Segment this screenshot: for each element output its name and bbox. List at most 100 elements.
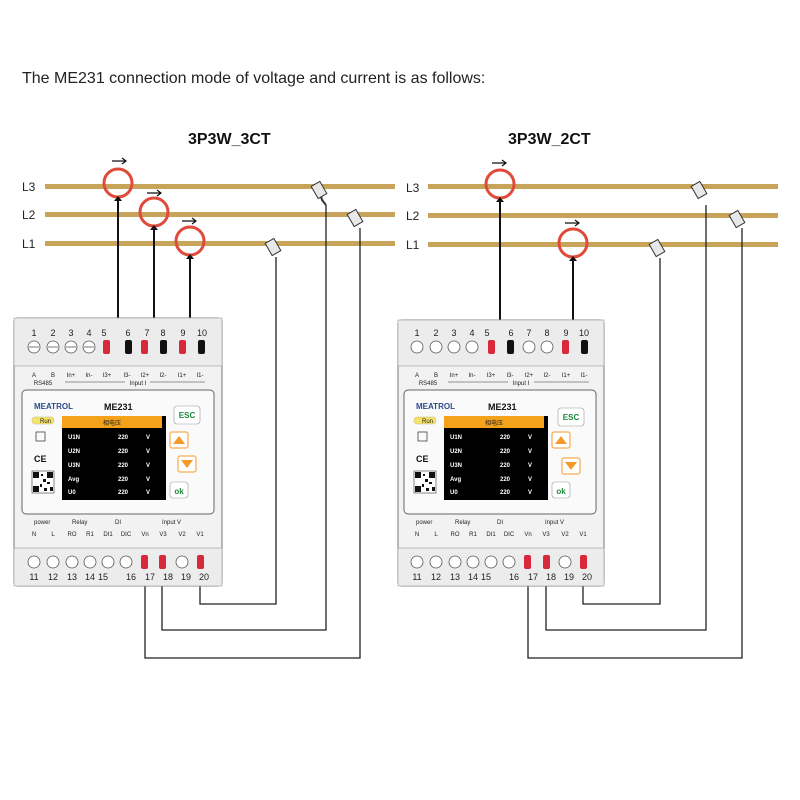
top-labels: A B In+ In- I3+ I3- I2+ I2- I1+ I1- RS48… [32, 373, 205, 387]
busbars: L3 L2 L1 [406, 181, 778, 252]
up-button[interactable] [169, 431, 189, 449]
line-label-l3: L3 [22, 180, 36, 194]
ok-button-label: ok [174, 487, 184, 496]
group-di: DI [497, 520, 503, 526]
terminal-number: 3 [451, 328, 456, 338]
brand-logo: MEATROL [34, 402, 73, 411]
terminal-label: I1- [580, 373, 587, 379]
bottom-wired-terminals [141, 555, 204, 569]
lcd-row-value: 220 [118, 435, 129, 441]
terminal-label: RO [451, 532, 460, 538]
lcd-row-name: U1N [450, 435, 462, 441]
lcd-row-unit: V [146, 435, 150, 441]
terminal-label: V1 [196, 532, 204, 538]
busbar-l1 [428, 242, 778, 247]
run-label: Run [422, 419, 433, 425]
down-button[interactable] [561, 457, 581, 475]
terminal-number: 14 [85, 572, 95, 582]
lcd-row-unit: V [146, 477, 150, 483]
lcd-row-name: U0 [450, 490, 458, 496]
busbars: L3 L2 L1 [22, 180, 395, 251]
terminal-label: A [32, 373, 36, 379]
up-button[interactable] [551, 431, 571, 449]
esc-button[interactable] [557, 407, 585, 427]
terminal-number: 20 [582, 572, 592, 582]
esc-button-label: ESC [563, 413, 580, 422]
terminal-label: I2+ [141, 373, 150, 379]
terminal-label: B [434, 373, 438, 379]
line-label-l2: L2 [22, 208, 36, 222]
terminal-number: 13 [67, 572, 77, 582]
terminal-label: In+ [450, 373, 459, 379]
terminal-label: V2 [561, 532, 569, 538]
terminal-label: DI1 [486, 532, 496, 538]
lcd-row-value: 220 [118, 477, 129, 483]
terminal-number: 17 [145, 572, 155, 582]
lcd-row-name: U3N [450, 463, 462, 469]
model-name: ME231 [104, 402, 133, 412]
terminal-label: I3+ [103, 373, 112, 379]
direction-arrow-icon [565, 219, 580, 227]
lcd-row-value: 220 [118, 463, 129, 469]
rs485-label: RS485 [419, 381, 438, 387]
terminal-number: 17 [528, 572, 538, 582]
terminal-number: 6 [508, 328, 513, 338]
direction-arrow-icon [182, 217, 197, 225]
lcd-row-name: U3N [68, 463, 80, 469]
arrow-down-icon [565, 462, 577, 470]
busbar-l2 [45, 212, 395, 217]
terminal-label: I3+ [487, 373, 496, 379]
terminal-number: 9 [180, 328, 185, 338]
terminal-number: 13 [450, 572, 460, 582]
terminal-number: 9 [563, 328, 568, 338]
top-terminals: 1 2 3 4 5 6 7 8 9 10 [410, 328, 589, 354]
ok-button-label: ok [556, 487, 566, 496]
port-icon [417, 431, 428, 442]
terminal-label: I1- [196, 373, 203, 379]
esc-button-label: ESC [179, 411, 196, 420]
top-labels: A B In+ In- I3+ I3- I2+ I2- I1+ I1- RS48… [415, 373, 589, 387]
terminal-label: R1 [86, 532, 94, 538]
diagram-3p3w-2ct: 3P3W_2CT L3 L2 L1 [397, 131, 778, 659]
bottom-wired-terminals [524, 555, 587, 569]
bottom-screws [27, 555, 189, 569]
ok-button[interactable] [551, 481, 571, 499]
lcd-header-text: 相电压 [103, 419, 121, 427]
arrow-up-icon [173, 436, 185, 444]
lcd-row-name: U2N [450, 449, 462, 455]
terminal-label: L [434, 532, 438, 538]
terminal-number: 15 [481, 572, 491, 582]
terminal-number: 3 [68, 328, 73, 338]
group-relay: Relay [455, 520, 470, 526]
terminal-label: A [415, 373, 419, 379]
direction-arrow-icon [112, 157, 127, 165]
terminal-label: Vn [524, 532, 531, 538]
voltage-clips [527, 180, 746, 659]
lcd-row-value: 220 [118, 490, 129, 496]
lcd-header [62, 416, 162, 428]
lcd-row-unit: V [528, 449, 532, 455]
terminal-number: 16 [509, 572, 519, 582]
wired-terminals [103, 340, 205, 354]
lcd-row-name: Avg [450, 477, 461, 483]
group-power: power [34, 520, 50, 526]
arrow-down-icon [181, 460, 193, 468]
line-label-l2: L2 [406, 209, 420, 223]
lcd-row-value: 220 [118, 449, 129, 455]
terminal-number: 4 [86, 328, 91, 338]
ok-button[interactable] [169, 481, 189, 499]
bottom-groups: power Relay DI Input V [34, 520, 181, 526]
down-button[interactable] [177, 455, 197, 473]
bottom-terminals: 11 12 13 14 15 16 17 18 19 20 [29, 572, 209, 582]
esc-button[interactable] [173, 405, 201, 425]
line-label-l3: L3 [406, 181, 420, 195]
terminal-number: 10 [579, 328, 589, 338]
group-relay: Relay [72, 520, 87, 526]
terminal-number: 11 [412, 572, 421, 582]
terminal-number: 2 [50, 328, 55, 338]
terminal-number: 1 [414, 328, 419, 338]
port-icon [35, 431, 46, 442]
terminal-label: In+ [67, 373, 76, 379]
terminal-number: 16 [126, 572, 136, 582]
lcd-row-value: 220 [500, 435, 511, 441]
